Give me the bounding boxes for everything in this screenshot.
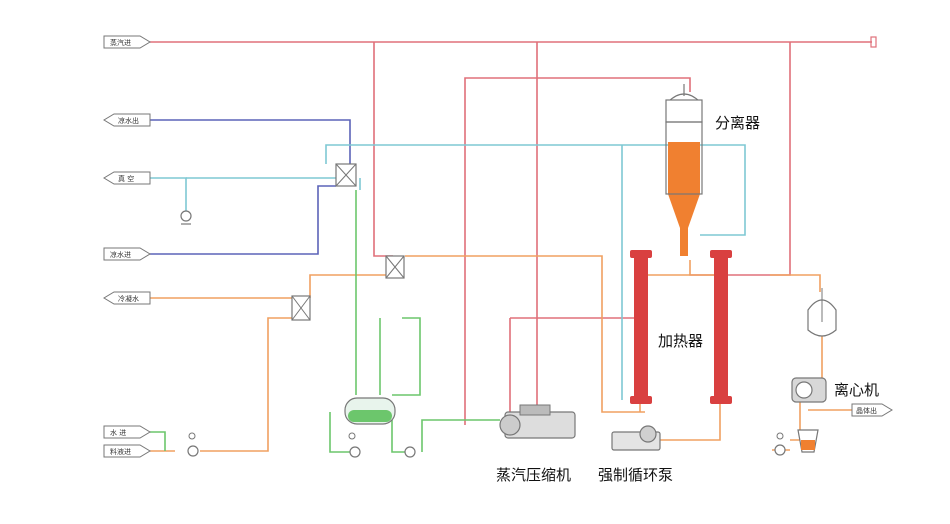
heat-exchanger-middle xyxy=(385,255,405,279)
condensate-tank xyxy=(344,397,396,425)
svg-text:凉水出: 凉水出 xyxy=(118,116,139,125)
vacuum-lines xyxy=(150,119,351,255)
cooling-lines xyxy=(150,144,746,400)
io-tag-product-out: 晶体出 xyxy=(851,403,893,417)
io-tag-steam-in: 蒸汽进 xyxy=(103,35,151,49)
svg-text:水 进: 水 进 xyxy=(110,428,126,437)
svg-text:蒸汽进: 蒸汽进 xyxy=(110,38,131,47)
heater-label: 加热器 xyxy=(658,332,703,350)
io-tag-water-in: 水 进 xyxy=(103,425,151,439)
io-tag-vacuum: 真 空 xyxy=(103,171,151,185)
separator-label: 分离器 xyxy=(715,114,760,132)
heater-right xyxy=(710,250,732,404)
circulation-pump xyxy=(611,425,661,451)
circulation-pump-label: 强制循环泵 xyxy=(598,466,673,484)
svg-text:晶体出: 晶体出 xyxy=(856,406,877,415)
svg-text:凉水进: 凉水进 xyxy=(110,250,131,259)
condensate-lines xyxy=(150,190,500,453)
svg-text:料液进: 料液进 xyxy=(110,447,131,456)
io-tag-feed-in: 料液进 xyxy=(103,444,151,458)
svg-text:真 空: 真 空 xyxy=(118,174,134,183)
svg-text:冷凝水: 冷凝水 xyxy=(118,294,139,303)
steam-line-end-cap xyxy=(870,36,877,48)
heater-left xyxy=(630,250,652,404)
compressor-label: 蒸汽压缩机 xyxy=(496,466,571,484)
steam-lines xyxy=(150,41,872,425)
heat-exchanger-lower xyxy=(291,295,311,321)
pressure-gauge-icon xyxy=(188,432,784,440)
separator-vessel xyxy=(665,84,703,256)
heat-exchanger-top xyxy=(335,163,357,187)
centrifuge-label: 离心机 xyxy=(834,381,879,399)
product-bin xyxy=(797,429,819,453)
centrifuge xyxy=(791,377,827,403)
io-tag-cooling-water-out: 凉水出 xyxy=(103,113,151,127)
crystallizer-tank xyxy=(807,288,837,337)
pump-icon xyxy=(187,444,786,458)
steam-compressor xyxy=(499,404,576,439)
vacuum-pump xyxy=(180,210,192,225)
io-tag-cooling-water-in: 凉水进 xyxy=(103,247,151,261)
io-tag-condensate-out: 冷凝水 xyxy=(103,291,151,305)
